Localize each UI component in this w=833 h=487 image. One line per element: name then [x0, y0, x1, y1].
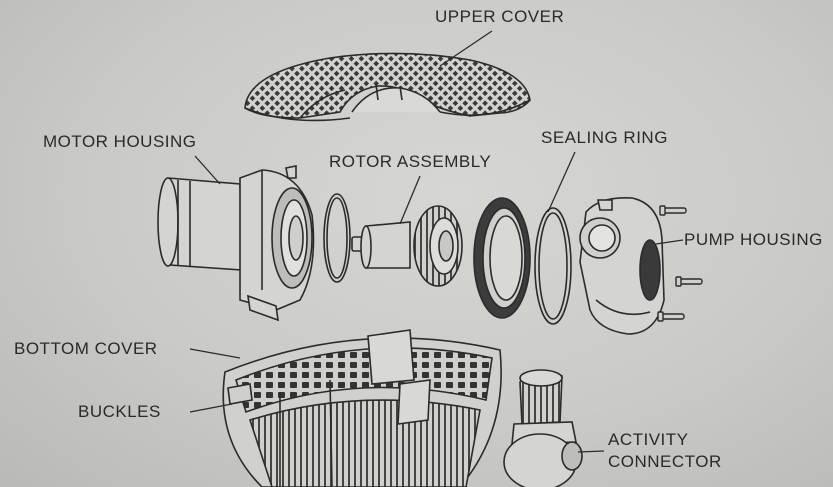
label-activity-connector-line2: CONNECTOR	[608, 452, 722, 471]
label-buckles: BUCKLES	[78, 402, 161, 421]
bottom-cover-part	[222, 329, 502, 487]
sealing-ring-part	[534, 207, 572, 325]
rotor-assembly-part	[351, 205, 463, 287]
label-activity-connector-line1: ACTIVITY	[608, 430, 689, 449]
screws	[657, 205, 703, 322]
upper-cover-part	[244, 52, 531, 122]
wear-ring-part	[473, 197, 531, 319]
label-upper-cover: UPPER COVER	[435, 7, 565, 26]
label-rotor-assembly: ROTOR ASSEMBLY	[329, 152, 492, 171]
label-sealing-ring: SEALING RING	[541, 128, 668, 147]
o-ring-small	[323, 193, 351, 283]
label-motor-housing: MOTOR HOUSING	[43, 132, 197, 151]
pump-housing-part	[579, 196, 665, 335]
label-pump-housing: PUMP HOUSING	[684, 230, 823, 249]
activity-connector-part	[503, 369, 583, 487]
label-bottom-cover: BOTTOM COVER	[14, 339, 158, 358]
motor-housing-part	[157, 165, 315, 322]
leader-lines	[189, 30, 684, 453]
